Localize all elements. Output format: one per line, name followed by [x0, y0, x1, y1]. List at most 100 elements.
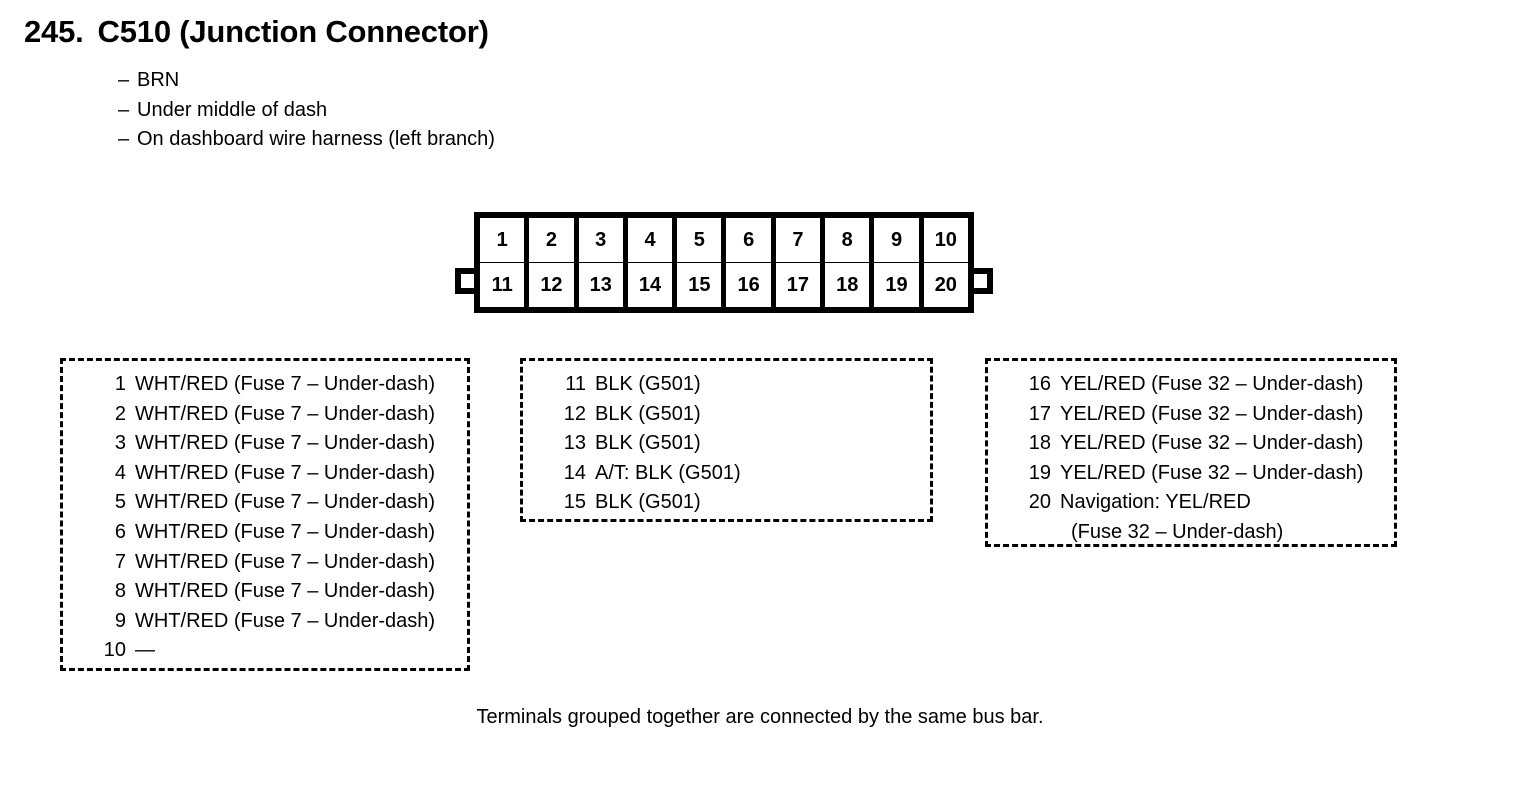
connector-pin-11: 11 [480, 263, 530, 307]
connector-pin-18: 18 [825, 263, 875, 307]
terminal-pin-label: WHT/RED (Fuse 7 – Under-dash) [135, 550, 436, 573]
terminal-pin-label: WHT/RED (Fuse 7 – Under-dash) [135, 432, 436, 455]
terminal-pin-label: — [135, 639, 155, 662]
connector-pin-20: 20 [923, 263, 968, 307]
terminal-pin-label: WHT/RED (Fuse 7 – Under-dash) [135, 461, 436, 484]
terminal-pin-number: 16 [1028, 373, 1051, 395]
terminal-pin-number: 1 [114, 373, 126, 395]
terminal-row: 9 WHT/RED (Fuse 7 – Under-dash) [63, 607, 467, 637]
terminal-pin-number: 3 [114, 432, 126, 455]
terminal-pin-number: 19 [1028, 461, 1051, 484]
terminal-pin-number [988, 518, 1060, 548]
descriptor-row: –On dashboard wire harness (left branch) [118, 125, 495, 155]
terminal-row: 16 YEL/RED (Fuse 32 – Under-dash) [988, 370, 1394, 400]
terminal-pin-number: 7 [114, 550, 126, 573]
terminal-pin-number: 18 [1028, 432, 1051, 455]
page-title-number: 245. [24, 14, 84, 49]
descriptor-text: BRN [137, 69, 180, 91]
connector-locking-tab-left [455, 268, 474, 294]
terminal-pin-label: BLK (G501) [595, 402, 701, 425]
connector-pin-1: 1 [480, 218, 530, 262]
terminal-pin-label: WHT/RED (Fuse 7 – Under-dash) [135, 402, 436, 425]
terminal-row: 1 WHT/RED (Fuse 7 – Under-dash) [63, 370, 467, 400]
connector-pin-17: 17 [775, 263, 826, 307]
connector-pin-19: 19 [874, 263, 924, 307]
terminal-pin-label: A/T: BLK (G501) [595, 461, 741, 484]
terminal-row: 11 BLK (G501) [523, 370, 930, 400]
connector-pin-5: 5 [677, 218, 727, 262]
connector-pin-6: 6 [726, 218, 776, 262]
dash-bullet-icon: – [118, 98, 130, 121]
terminal-pin-label: Navigation: YEL/RED [1060, 491, 1251, 514]
terminal-row: 8 WHT/RED (Fuse 7 – Under-dash) [63, 577, 467, 607]
terminal-pin-number: 6 [114, 520, 126, 543]
connector-pin-2: 2 [529, 218, 579, 262]
terminal-row: 2 WHT/RED (Fuse 7 – Under-dash) [63, 400, 467, 430]
terminal-row: 15 BLK (G501) [523, 488, 930, 518]
terminal-row: 12 BLK (G501) [523, 400, 930, 430]
terminal-pin-label: YEL/RED (Fuse 32 – Under-dash) [1060, 402, 1364, 425]
terminal-row: 13 BLK (G501) [523, 429, 930, 459]
connector-pin-13: 13 [578, 263, 628, 307]
terminal-pin-number: 20 [1028, 491, 1051, 514]
terminal-pin-number: 9 [114, 609, 126, 632]
terminal-pin-label: WHT/RED (Fuse 7 – Under-dash) [135, 373, 436, 395]
connector-pin-15: 15 [677, 263, 727, 307]
terminal-pin-label: BLK (G501) [595, 373, 701, 395]
terminal-pin-label: YEL/RED (Fuse 32 – Under-dash) [1060, 432, 1364, 455]
terminal-row: 14 A/T: BLK (G501) [523, 459, 930, 489]
terminal-row: 10 — [63, 636, 467, 666]
connector-pin-8: 8 [825, 218, 875, 262]
terminal-pin-number: 13 [563, 432, 586, 455]
terminal-row: 20 Navigation: YEL/RED [988, 488, 1394, 518]
terminal-row: (Fuse 32 – Under-dash) [988, 518, 1394, 548]
connector-pin-3: 3 [578, 218, 628, 262]
terminal-pin-number: 10 [103, 639, 126, 662]
descriptor-text: Under middle of dash [137, 98, 328, 121]
page-title: 245. C510 (Junction Connector) [24, 14, 489, 50]
connector-descriptor-list: –BRN–Under middle of dash–On dashboard w… [118, 66, 495, 155]
connector-pin-14: 14 [627, 263, 678, 307]
terminal-pin-label: YEL/RED (Fuse 32 – Under-dash) [1060, 373, 1364, 395]
terminal-row: 19 YEL/RED (Fuse 32 – Under-dash) [988, 459, 1394, 489]
terminal-pin-label: BLK (G501) [595, 432, 701, 455]
terminal-pin-label: WHT/RED (Fuse 7 – Under-dash) [135, 580, 436, 603]
terminal-pin-label: (Fuse 32 – Under-dash) [1071, 520, 1284, 543]
terminal-pin-number: 15 [563, 491, 586, 514]
connector-pin-16: 16 [726, 263, 776, 307]
terminal-pin-number: 14 [563, 461, 586, 484]
terminal-pin-label: BLK (G501) [595, 491, 701, 514]
terminal-pin-number: 8 [114, 580, 126, 603]
descriptor-text: On dashboard wire harness (left branch) [137, 128, 495, 150]
terminal-row: 4 WHT/RED (Fuse 7 – Under-dash) [63, 459, 467, 489]
terminal-pin-number: 17 [1028, 402, 1051, 425]
terminal-pin-label: YEL/RED (Fuse 32 – Under-dash) [1060, 461, 1364, 484]
terminal-row: 7 WHT/RED (Fuse 7 – Under-dash) [63, 548, 467, 578]
terminal-row: 3 WHT/RED (Fuse 7 – Under-dash) [63, 429, 467, 459]
terminal-pin-number: 2 [114, 402, 126, 425]
terminal-pin-label: WHT/RED (Fuse 7 – Under-dash) [135, 609, 436, 632]
descriptor-row: –Under middle of dash [118, 96, 495, 126]
connector-pin-10: 10 [923, 218, 968, 262]
dash-bullet-icon: – [118, 128, 130, 150]
terminal-pin-number: 4 [114, 461, 126, 484]
terminal-pin-number: 12 [563, 402, 586, 425]
connector-pin-7: 7 [775, 218, 826, 262]
descriptor-row: –BRN [118, 66, 495, 96]
terminal-pin-number: 11 [565, 373, 586, 395]
dash-bullet-icon: – [118, 69, 130, 91]
page-title-text: C510 (Junction Connector) [97, 14, 489, 49]
terminal-pin-label: WHT/RED (Fuse 7 – Under-dash) [135, 491, 436, 514]
terminal-row: 18 YEL/RED (Fuse 32 – Under-dash) [988, 429, 1394, 459]
connector-pin-9: 9 [874, 218, 924, 262]
